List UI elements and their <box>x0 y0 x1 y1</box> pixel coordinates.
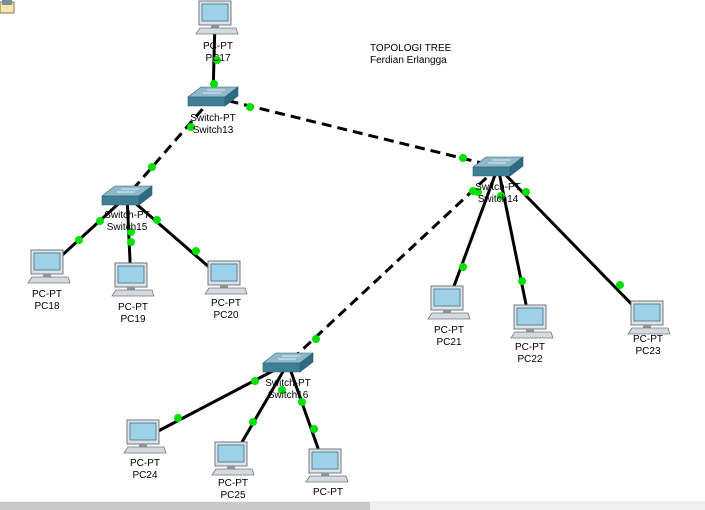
pc-label: PC-PT <box>313 487 343 499</box>
link-status-light <box>312 335 320 343</box>
scrollbar-thumb[interactable] <box>0 502 370 510</box>
device-name: PC20 <box>213 310 239 321</box>
device-type: Switch-PT <box>190 113 236 124</box>
link-status-light <box>518 277 526 285</box>
link-status-light <box>249 418 257 426</box>
network-link[interactable] <box>125 96 215 197</box>
device-name: PC17 <box>205 53 231 64</box>
link-status-light <box>148 163 156 171</box>
network-link[interactable] <box>286 165 500 365</box>
pc-icon[interactable] <box>27 249 71 284</box>
note-author: Ferdian Erlangga <box>370 55 447 66</box>
device-name: PC21 <box>436 337 462 348</box>
device-type: PC-PT <box>203 41 233 52</box>
link-status-light <box>497 192 505 200</box>
link-status-light <box>310 425 318 433</box>
device-type: PC-PT <box>211 298 241 309</box>
device-name: Switch13 <box>192 125 234 136</box>
device-name: PC19 <box>120 314 146 325</box>
link-status-light <box>192 247 200 255</box>
device-name: PC23 <box>635 346 661 357</box>
device-name: PC18 <box>34 301 60 312</box>
link-status-light <box>210 80 218 88</box>
link-status-light <box>153 216 161 224</box>
link-status-light <box>174 414 182 422</box>
link-status-light <box>127 238 135 246</box>
link-status-light <box>75 236 83 244</box>
pc-icon[interactable] <box>111 262 155 297</box>
device-type: PC-PT <box>118 302 148 313</box>
link-status-light <box>213 56 221 64</box>
device-name: Switch14 <box>477 194 519 205</box>
link-status-light <box>246 103 254 111</box>
link-status-light <box>187 123 195 131</box>
network-link[interactable] <box>142 361 289 441</box>
device-type: Switch-PT <box>475 182 521 193</box>
device-type: PC-PT <box>32 289 62 300</box>
link-status-light <box>459 154 467 162</box>
network-link[interactable] <box>445 166 500 306</box>
link-status-light <box>616 281 624 289</box>
device-name: Switch15 <box>106 222 148 233</box>
link-status-light <box>278 386 286 394</box>
link-status-light <box>251 377 259 385</box>
device-type: PC-PT <box>313 487 343 498</box>
device-type: PC-PT <box>633 334 663 345</box>
pc-icon[interactable] <box>195 0 239 35</box>
link-status-light <box>127 228 135 236</box>
topology-note: TOPOLOGI TREE Ferdian Erlangga <box>370 43 451 67</box>
folder-icon[interactable] <box>0 0 16 16</box>
horizontal-scrollbar[interactable] <box>0 501 705 510</box>
switch-icon[interactable] <box>472 156 524 177</box>
pc-icon[interactable] <box>627 300 671 335</box>
link-status-light <box>96 217 104 225</box>
pc-icon[interactable] <box>123 419 167 454</box>
link-status-light <box>298 398 306 406</box>
device-type: PC-PT <box>515 342 545 353</box>
switch-icon[interactable] <box>187 86 239 107</box>
device-type: Switch-PT <box>265 378 311 389</box>
switch-icon[interactable] <box>262 352 314 373</box>
pc-icon[interactable] <box>204 260 248 295</box>
device-type: Switch-PT <box>104 210 150 221</box>
switch-icon[interactable] <box>101 185 153 206</box>
pc-icon[interactable] <box>211 441 255 476</box>
device-name: PC22 <box>517 354 543 365</box>
link-status-light <box>474 188 482 196</box>
device-type: PC-PT <box>130 458 160 469</box>
pc-icon[interactable] <box>427 285 471 320</box>
device-type: PC-PT <box>434 325 464 336</box>
device-name: PC24 <box>132 470 158 481</box>
pc-icon[interactable] <box>305 448 349 483</box>
pc-icon[interactable] <box>510 304 554 339</box>
device-name: Switch16 <box>267 390 309 401</box>
network-link[interactable] <box>212 95 499 169</box>
link-status-light <box>522 188 530 196</box>
link-status-light <box>459 263 467 271</box>
device-name: PC25 <box>220 490 246 501</box>
device-type: PC-PT <box>218 478 248 489</box>
note-title: TOPOLOGI TREE <box>370 43 452 54</box>
